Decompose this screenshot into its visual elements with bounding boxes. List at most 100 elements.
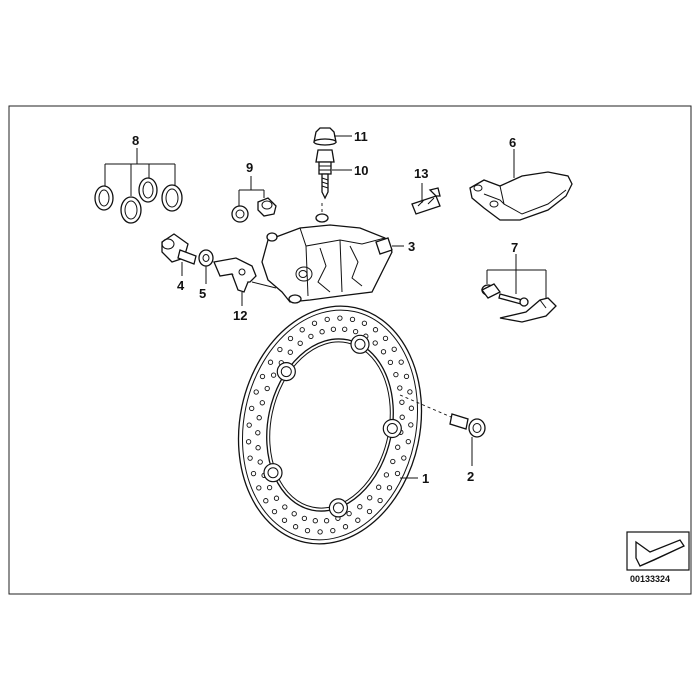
disc-hole: [304, 527, 311, 534]
disc-hole: [282, 504, 288, 510]
disc-hole: [394, 470, 401, 477]
disc-hole: [355, 517, 361, 523]
disc-hole: [297, 340, 303, 346]
disc-hole: [245, 439, 252, 445]
disc-hole: [259, 373, 266, 380]
disc-hole: [383, 472, 390, 478]
disc-hole: [380, 349, 387, 355]
disc-hole: [346, 510, 352, 517]
callout-label-12: 12: [233, 308, 247, 323]
disc-hole: [287, 349, 293, 355]
disc-hole: [255, 445, 261, 451]
disc-hole: [395, 444, 401, 450]
disc-hole: [267, 359, 274, 365]
disc-hole: [291, 511, 297, 517]
disc-hole: [361, 320, 368, 326]
disc-hole: [401, 455, 407, 461]
disc-hole: [256, 485, 262, 491]
disc-hole: [319, 329, 325, 335]
disc-hole: [281, 517, 288, 523]
disc-hole: [349, 316, 356, 323]
bracket-part[interactable]: [213, 257, 277, 293]
callout-label-10: 10: [354, 163, 368, 178]
disc-hole: [398, 359, 404, 365]
disc-hole: [312, 518, 318, 524]
diagram-frame: [8, 105, 692, 595]
callout-label-8: 8: [132, 133, 139, 148]
disc-hole: [372, 340, 378, 346]
disc-hole: [382, 335, 389, 342]
disc-hole: [273, 495, 280, 501]
disc-bolt-part[interactable]: [399, 394, 486, 438]
leader-lines: [104, 135, 547, 479]
disc-hole: [408, 422, 414, 428]
disc-hole: [386, 485, 393, 491]
reference-box: 00133324: [626, 531, 690, 584]
disc-hole: [277, 346, 283, 353]
pad-clip-part[interactable]: [411, 187, 441, 215]
disc-hole: [299, 327, 305, 333]
disc-hole: [405, 438, 411, 445]
brake-pad-part[interactable]: [469, 171, 573, 221]
disc-hole: [253, 389, 259, 395]
disc-hole: [408, 405, 415, 411]
disc-hole: [377, 497, 383, 504]
disc-hole: [249, 405, 255, 412]
disc-bolt-hole: [350, 334, 370, 354]
disc-hole: [324, 316, 330, 323]
callout-label-3: 3: [408, 239, 415, 254]
disc-hole: [301, 515, 308, 522]
disc-hole: [399, 414, 405, 420]
disc-hole: [263, 498, 269, 504]
disc-hole: [292, 524, 299, 530]
reference-number: 00133324: [630, 574, 670, 584]
disc-hole: [259, 400, 265, 406]
disc-hole: [246, 422, 252, 428]
dust-cap-part[interactable]: [313, 127, 337, 146]
disc-hole: [247, 455, 253, 461]
disc-hole: [317, 529, 323, 535]
bleeder-screw-part[interactable]: [315, 149, 335, 200]
disc-hole: [367, 495, 373, 501]
disc-hole: [376, 484, 382, 490]
disc-hole: [352, 328, 359, 335]
callout-label-13: 13: [414, 166, 428, 181]
disc-hole: [250, 470, 257, 477]
callout-label-11: 11: [354, 129, 368, 144]
callout-label-9: 9: [246, 160, 253, 175]
disc-bolt-holes: [263, 334, 402, 518]
callout-label-5: 5: [199, 286, 206, 301]
bushing-set-part[interactable]: [231, 197, 277, 223]
washer-part[interactable]: [198, 249, 214, 267]
disc-hole: [342, 326, 348, 332]
disc-hole: [397, 385, 403, 391]
disc-hole: [390, 458, 396, 465]
disc-hole: [255, 430, 261, 436]
disc-bolt-hole: [328, 498, 348, 518]
disc-hole: [287, 335, 294, 342]
disc-hole: [330, 326, 337, 332]
disc-hole: [257, 459, 263, 465]
callout-label-4: 4: [177, 278, 185, 293]
callout-label-6: 6: [509, 135, 516, 150]
disc-hole: [271, 508, 278, 515]
disc-hole: [270, 372, 277, 378]
disc-bolt-hole: [263, 463, 283, 483]
disc-perforation-holes: [245, 315, 415, 535]
callout-label-7: 7: [511, 240, 518, 255]
disc-hole: [266, 484, 273, 491]
callout-label-2: 2: [467, 469, 474, 484]
disc-hole: [366, 508, 373, 515]
brake-disc-part[interactable]: [217, 289, 443, 561]
disc-hole: [308, 333, 314, 340]
pad-pin-kit-part[interactable]: [481, 283, 557, 323]
disc-hole: [357, 504, 363, 510]
brake-caliper-part[interactable]: [261, 200, 393, 304]
disc-hole: [323, 518, 330, 524]
seal-kit-part[interactable]: [94, 177, 183, 224]
caliper-bolt-part[interactable]: [161, 233, 197, 265]
disc-hole: [407, 389, 413, 395]
disc-hole: [372, 327, 379, 333]
disc-hole: [399, 399, 405, 405]
